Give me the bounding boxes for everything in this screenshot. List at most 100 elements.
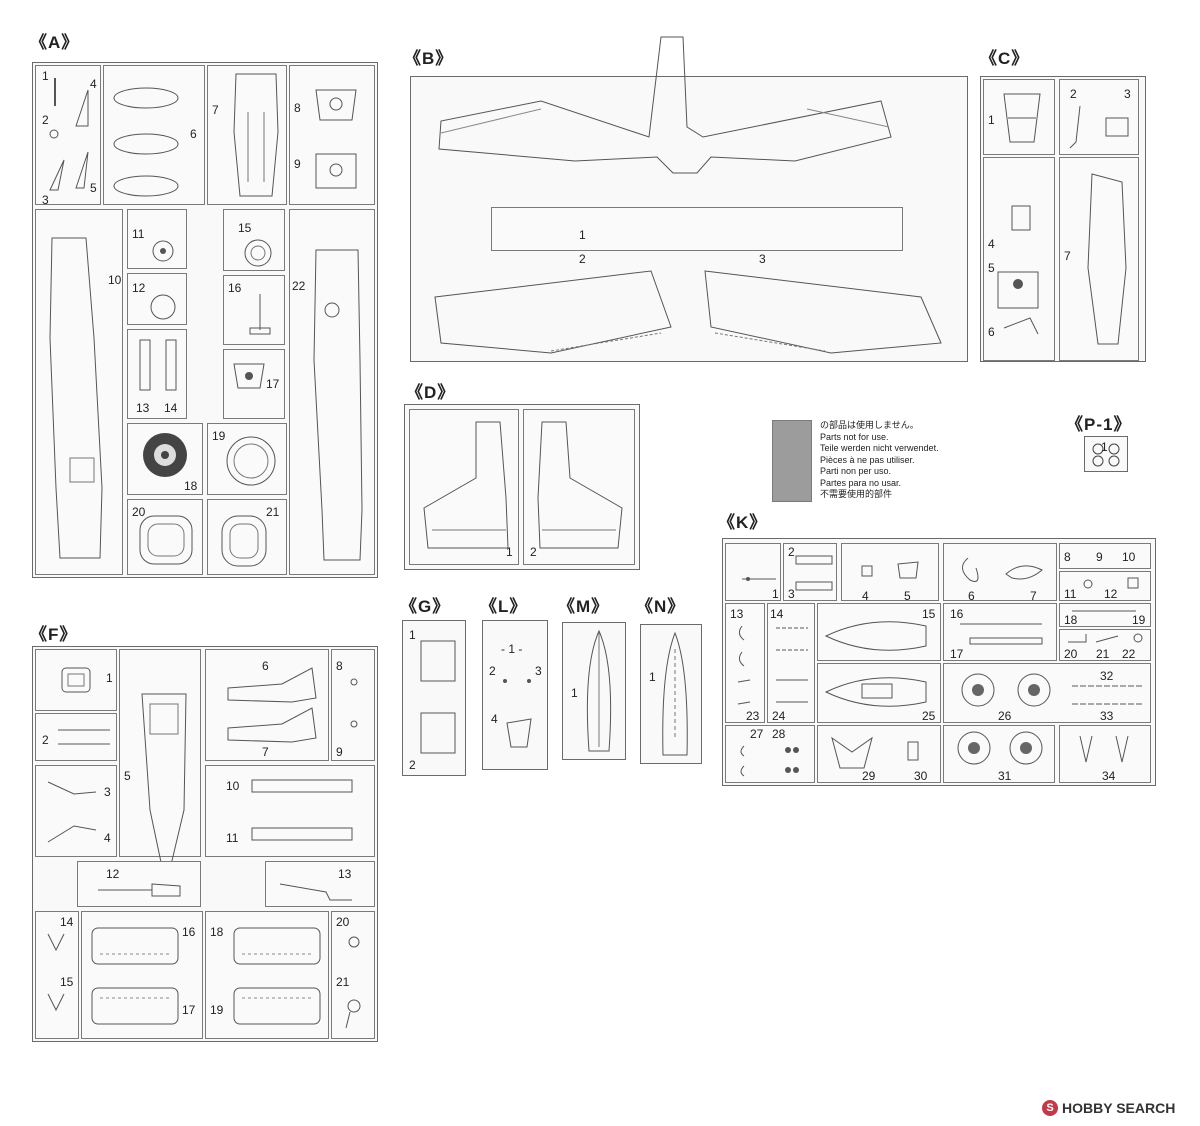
part-c6-num: 6: [988, 325, 995, 339]
part-f15-num: 15: [60, 975, 74, 989]
group-d-label: 《D》: [406, 383, 456, 402]
part-a12-num: 12: [132, 281, 146, 295]
part-k27-28-shape: [740, 745, 799, 777]
sprue-a-cell-19: 19: [207, 423, 287, 495]
part-a18-shape: [143, 433, 187, 477]
part-f14-num: 14: [60, 915, 74, 929]
part-a21-shape: [221, 515, 267, 567]
hobby-search-watermark: HOBBY SEARCH: [1062, 1100, 1176, 1116]
part-k29-num: 29: [862, 769, 876, 783]
part-k2-num: 2: [788, 545, 795, 559]
group-k-label: 《K》: [718, 513, 768, 532]
sprue-m: 1: [562, 622, 626, 760]
part-f5-shape: [141, 693, 187, 887]
part-k1-shape: [742, 577, 776, 581]
part-a7-shape: [233, 73, 279, 197]
sprue-f-cell-5: 5: [119, 649, 201, 887]
part-k20-22-shape: [1068, 633, 1143, 643]
sprue-p1: 1: [1084, 436, 1128, 472]
sprue-f-cell-10-11: 10 11: [205, 765, 375, 857]
group-a-label: 《A》: [30, 33, 80, 52]
sprue-a-cell-1-5: 1 4 2 3 5: [35, 65, 101, 206]
part-a22-shape: [313, 249, 363, 561]
part-c3-num: 3: [1124, 87, 1131, 101]
part-a12-shape: [150, 294, 176, 320]
part-f17-num: 17: [182, 1003, 196, 1017]
unused-parts-legend: の部品は使用しません。 Parts not for use. Teile wer…: [820, 420, 939, 501]
legend-line-es: Partes para no usar.: [820, 477, 902, 488]
group-m-label: 《M》: [558, 597, 610, 616]
part-f18-num: 18: [210, 925, 224, 939]
part-p1-num: 1: [1101, 440, 1108, 454]
part-d2-shape: [537, 421, 623, 549]
part-b2-wing-shape: [434, 270, 672, 354]
part-f2-num: 2: [42, 733, 49, 747]
sprue-k-cell-31: 31: [943, 725, 1055, 783]
part-k20-num: 20: [1064, 647, 1078, 661]
part-f4-num: 4: [104, 831, 111, 845]
sprue-a-cell-17: 17: [223, 349, 285, 419]
part-k7-num: 7: [1030, 589, 1037, 603]
part-k11-num: 11: [1064, 587, 1077, 601]
sprue-k-cell-18-19: 18 19: [1059, 603, 1151, 627]
part-k18-num: 18: [1064, 613, 1078, 627]
part-k32-33-shape: [1072, 685, 1144, 705]
sprue-a-cell-21: 21: [207, 499, 287, 575]
sprue-a-cell-16: 16: [223, 275, 285, 345]
part-a1-shape: [54, 78, 56, 106]
sprue-k-cell-27-28: 27 28: [725, 725, 815, 783]
sprue-k-cell-25: 25: [817, 663, 941, 723]
sprue-c-cell-4-6: 4 5 6: [983, 157, 1055, 361]
part-k6-num: 6: [968, 589, 975, 603]
legend-line-zh: 不需要使用的部件: [820, 489, 893, 499]
part-a13-14-shape: [139, 339, 177, 391]
part-b1-wing-shape: [438, 36, 892, 174]
part-a20-num: 20: [132, 505, 146, 519]
part-a15-shape: [244, 239, 272, 267]
part-c5-num: 5: [988, 261, 995, 275]
part-k14-24-shape: [776, 627, 808, 703]
part-f1-num: 1: [106, 671, 113, 685]
part-a8-num: 8: [294, 101, 301, 115]
sprue-a-cell-11: 11: [127, 209, 187, 269]
legend-line-it: Parti non per uso.: [820, 466, 892, 476]
part-f12-num: 12: [106, 867, 120, 881]
part-f20-21-shape: [345, 936, 361, 1029]
part-k28-num: 28: [772, 727, 786, 741]
part-k13-23-shape: [737, 625, 751, 705]
part-f13-num: 13: [338, 867, 352, 881]
part-k23-num: 23: [746, 709, 760, 723]
sprue-k-cell-2-3: 2 3: [783, 543, 837, 601]
sprue-k-cell-20-22: 20 21 22: [1059, 629, 1151, 661]
part-f12-shape: [98, 883, 181, 897]
part-a19-num: 19: [212, 429, 226, 443]
part-k15-shape: [824, 621, 927, 651]
part-k18-19-shape: [1072, 610, 1136, 612]
sprue-c: 1 2 3 4 5 6 7: [980, 76, 1146, 362]
part-a20-shape: [139, 515, 193, 565]
part-a2-num: 2: [42, 113, 49, 127]
sprue-b-cell-1: [491, 207, 903, 251]
part-k30-num: 30: [914, 769, 928, 783]
part-a10-num: 10: [108, 273, 122, 287]
part-f3-num: 3: [104, 785, 111, 799]
part-c4-num: 4: [988, 237, 995, 251]
part-a2-shape: [49, 129, 59, 139]
group-f-label: 《F》: [30, 625, 78, 644]
part-l1-num: - 1 -: [501, 642, 523, 656]
part-c2-num: 2: [1070, 87, 1077, 101]
part-k3-num: 3: [788, 587, 795, 601]
part-k33-num: 33: [1100, 709, 1114, 723]
part-a16-shape: [249, 294, 271, 335]
hobby-search-logo: S: [1042, 1100, 1058, 1116]
sprue-c-cell-1: 1: [983, 79, 1055, 155]
part-f5-num: 5: [124, 769, 131, 783]
part-k22-num: 22: [1122, 647, 1136, 661]
part-g1-num: 1: [409, 628, 416, 642]
part-f8-9-shape: [350, 678, 358, 728]
sprue-d: 1 2: [404, 404, 640, 570]
part-l4-num: 4: [491, 712, 498, 726]
part-k1-num: 1: [772, 587, 779, 601]
part-d1-shape: [423, 421, 509, 549]
part-a9-num: 9: [294, 157, 301, 171]
